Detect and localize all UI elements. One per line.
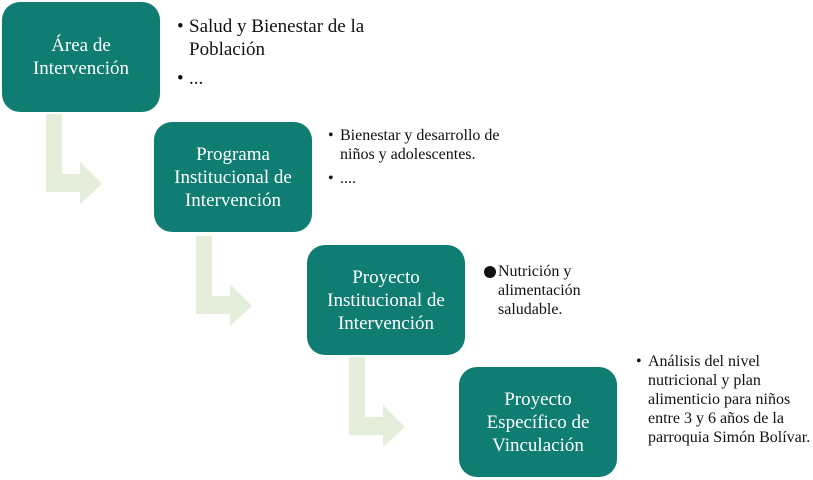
- bullet-dot-icon: •: [177, 68, 184, 89]
- step-box-programa: Programa Institucional de Intervención: [154, 122, 312, 232]
- bullet-list-area: •Salud y Bienestar de la Población •...: [177, 15, 377, 96]
- step-title: Proyecto Específico de Vinculación: [486, 388, 590, 456]
- bullet-list-proyecto-institucional: Nutrición y alimentación saludable.: [484, 262, 614, 319]
- bullet-dot-icon: •: [177, 16, 184, 37]
- step-box-proyecto-institucional: Proyecto Institucional de Intervención: [307, 245, 465, 355]
- bullet-item: •Salud y Bienestar de la Población: [177, 16, 365, 60]
- bullet-dot-icon: •: [328, 170, 334, 187]
- step-title: Proyecto Institucional de Intervención: [327, 266, 445, 334]
- step-title: Área de Intervención: [32, 35, 129, 79]
- bullet-item: •Bienestar y desarrollo de niños y adole…: [328, 127, 500, 163]
- bullet-list-programa: •Bienestar y desarrollo de niños y adole…: [328, 126, 518, 193]
- connector-arrow-1: [46, 114, 102, 204]
- step-box-proyecto-especifico: Proyecto Específico de Vinculación: [459, 367, 617, 477]
- bullet-item: •Análisis del nivel nutricional y plan a…: [636, 353, 811, 446]
- bullet-list-proyecto-especifico: •Análisis del nivel nutricional y plan a…: [636, 352, 813, 447]
- bullet-dot-icon: [484, 266, 496, 278]
- step-box-area: Área de Intervención: [2, 2, 160, 112]
- step-title: Programa Institucional de Intervención: [174, 143, 292, 211]
- connector-arrow-3: [349, 357, 405, 447]
- bullet-item: •....: [328, 170, 356, 187]
- bullet-dot-icon: •: [328, 127, 334, 144]
- connector-arrow-2: [196, 236, 252, 326]
- bullet-item: Nutrición y alimentación saludable.: [484, 262, 614, 319]
- bullet-dot-icon: •: [636, 353, 642, 370]
- bullet-item: •...: [177, 68, 204, 89]
